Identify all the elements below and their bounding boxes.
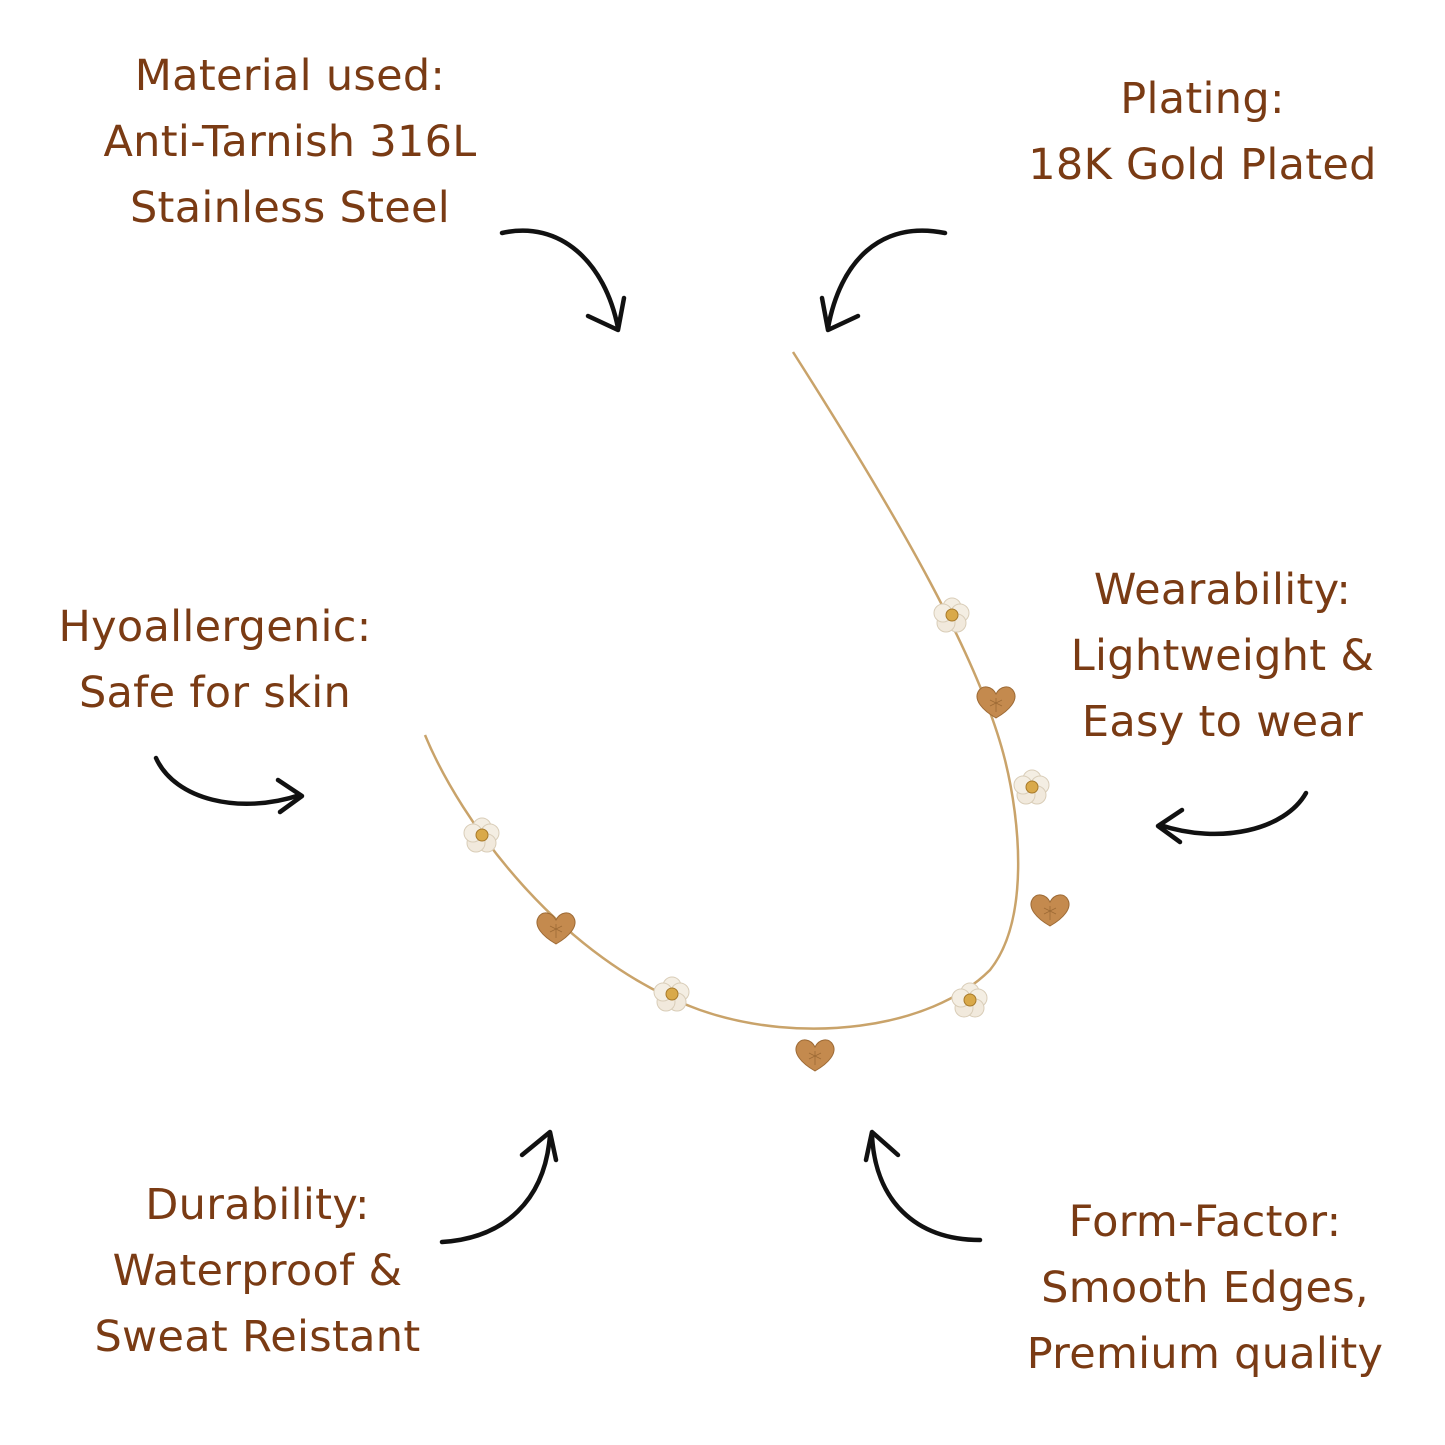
curved-arrow-icon (1155, 790, 1309, 845)
hypo-heading: Hyoallergenic: (58, 602, 372, 652)
heart-charm (795, 1039, 835, 1072)
flower-charm (463, 817, 500, 853)
hypoallergenic-feature-label: Hyoallergenic: Safe for skin (30, 594, 400, 726)
plating-feature-label: Plating: 18K Gold Plated (1000, 66, 1405, 198)
curved-arrow-icon (499, 228, 627, 333)
flower-charm (1013, 769, 1050, 805)
wearability-feature-label: Wearability: Lightweight & Easy to wear (1030, 557, 1415, 755)
durability-line2: Sweat Reistant (94, 1312, 421, 1362)
curved-arrow-icon (439, 1129, 559, 1245)
form-heading: Form-Factor: (1068, 1197, 1342, 1247)
plating-line1: 18K Gold Plated (1028, 140, 1377, 190)
heart-charm (1030, 894, 1070, 927)
necklace-charms (463, 597, 1070, 1072)
wearability-line2: Easy to wear (1081, 697, 1364, 747)
curved-arrow-icon (863, 1129, 983, 1243)
flower-charm (951, 982, 988, 1018)
durability-heading: Durability: (145, 1180, 370, 1230)
hypo-line1: Safe for skin (78, 668, 352, 718)
durability-line1: Waterproof & (112, 1246, 403, 1296)
durability-feature-label: Durability: Waterproof & Sweat Reistant (55, 1172, 460, 1370)
curved-arrow-icon (153, 755, 305, 815)
wearability-heading: Wearability: (1093, 565, 1352, 615)
wearability-line1: Lightweight & (1070, 631, 1375, 681)
flower-charm (933, 597, 970, 633)
form-factor-feature-label: Form-Factor: Smooth Edges, Premium quali… (990, 1189, 1420, 1387)
material-line1: Anti-Tarnish 316L (103, 117, 477, 167)
form-line1: Smooth Edges, (1041, 1263, 1369, 1313)
necklace-chain (423, 351, 1020, 1030)
flower-charm (653, 976, 690, 1012)
material-line2: Stainless Steel (129, 183, 451, 233)
curved-arrow-icon (819, 228, 948, 333)
form-line2: Premium quality (1026, 1329, 1384, 1379)
heart-charm (976, 686, 1016, 719)
material-feature-label: Material used: Anti-Tarnish 316L Stainle… (60, 43, 520, 241)
material-heading: Material used: (134, 51, 446, 101)
plating-heading: Plating: (1120, 74, 1285, 124)
